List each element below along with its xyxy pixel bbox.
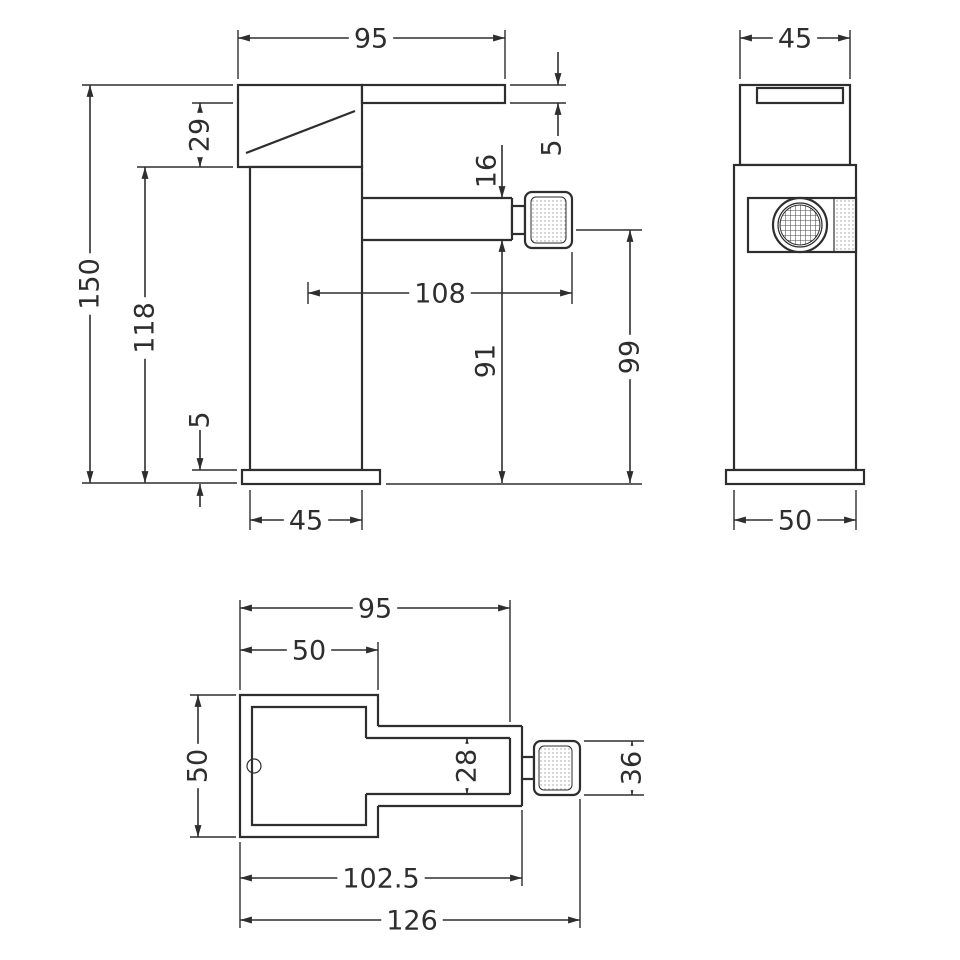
dim-label-plan-body-depth: 50 [183,749,214,783]
dim-spout-channel-width: 28 [449,738,485,794]
dim-lever-length: 95 [237,21,506,79]
dim-label-body-spout-length: 95 [358,594,392,625]
dim-label-mask [182,112,218,158]
nozzle-connector [510,204,527,236]
dim-label-mask [772,21,818,57]
spout-side-texture [834,198,856,252]
dim-label-mask [612,334,648,380]
dim-label-mask [180,743,216,789]
dim-label-mask [381,903,443,939]
tap-body [248,165,364,472]
tap-base-plate [724,468,866,486]
dim-label-mask [772,503,818,539]
dim-label-mask [614,745,650,791]
dim-front-body-width: 50 [733,490,857,539]
front-tap-object [724,83,866,486]
dim-label-handle-height: 29 [185,118,216,152]
dim-label-mask [127,297,163,359]
dim-spout-reach: 108 [307,252,573,312]
dim-label-mask [72,253,108,315]
dim-label-mask [286,633,332,669]
dim-label-spout-reach: 108 [414,279,466,310]
dim-plan-body-width: 50 [240,633,379,690]
dim-aerator-width: 36 [584,740,650,796]
nozzle-texture [538,745,573,791]
dim-label-front-body-width: 50 [778,506,812,537]
dim-label-length-to-spout-tip: 102.5 [342,864,419,895]
cartridge-detail [246,758,262,774]
plan-tap-object [238,693,582,839]
dim-label-spout-diameter: 16 [472,154,503,188]
dim-head-width: 45 [739,21,851,79]
side-view: 95 5 29 150 118 5 [72,21,648,539]
dim-lever-thickness: 5 [510,52,568,157]
dim-label-body-depth: 45 [289,506,323,537]
dim-label-lever-length: 95 [354,24,388,55]
dim-label-head-width: 45 [778,24,812,55]
dim-spout-centre-height: 99 [386,229,648,485]
dim-label-spout-underside-height: 91 [471,344,502,378]
dim-label-base-thickness: 5 [185,411,216,428]
nozzle-texture [530,196,567,244]
dim-label-lever-thickness: 5 [537,139,568,156]
dim-label-mask [352,591,398,627]
dim-base-thickness: 5 [185,411,237,507]
front-view: 45 50 [724,21,866,539]
dim-body-spout-length: 95 [239,591,511,722]
dim-overall-height: 150 [72,84,237,484]
dim-label-mask [337,861,425,897]
dim-label-body-height: 118 [130,302,161,354]
dim-plan-body-depth: 50 [180,694,236,838]
dim-label-mask [409,276,471,312]
dim-body-height: 118 [127,166,233,483]
dim-handle-height: 29 [182,102,233,167]
dim-spout-underside-height: 91 [471,240,506,483]
body-outer-outline [238,693,380,839]
plan-view: 95 50 50 28 36 102.5 [180,591,650,939]
dim-spout-diameter: 16 [472,145,506,198]
dim-label-overall-height: 150 [75,258,106,310]
body-inner-outline [250,705,368,827]
aerator-inner-ring [777,202,823,248]
aerator-mesh [779,204,821,246]
dim-label-mask [449,743,485,789]
nozzle-connector [520,755,536,781]
dim-label-spout-channel-width: 28 [452,749,483,783]
dim-label-mask [348,21,394,57]
side-tap-object [236,83,574,486]
dim-overall-length: 126 [240,799,581,939]
lever-underside-edge [245,109,356,155]
dim-label-plan-body-width: 50 [292,636,326,667]
dim-label-spout-centre-height: 99 [615,340,646,374]
tap-base-plate [240,468,382,486]
dim-label-overall-length: 126 [386,906,438,937]
tap-lever-blade [360,83,507,105]
dim-label-aerator-width: 36 [617,751,648,785]
dim-label-mask [283,503,329,539]
dim-body-depth: 45 [249,490,363,539]
tap-lever-front [755,86,845,105]
tap-head [236,83,364,169]
dim-length-to-spout-tip: 102.5 [239,810,523,928]
